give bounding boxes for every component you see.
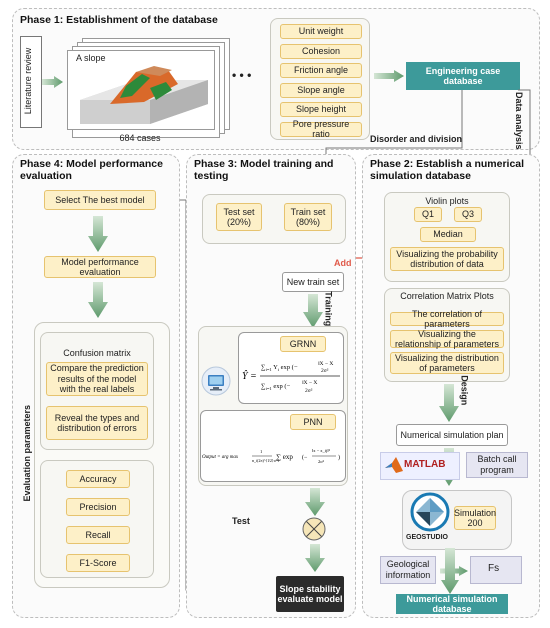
metric-2: Recall <box>66 526 130 544</box>
select-best-model: Select The best model <box>44 190 156 210</box>
svg-text:‖x − x_ij‖²: ‖x − x_ij‖² <box>312 448 331 453</box>
svg-text:2σ²: 2σ² <box>305 388 313 394</box>
engineering-case-database: Engineering case database <box>406 62 520 90</box>
grnn-formula: Ŷ = ∑i=1 Yi exp (− ‖X − X 2σ² ∑i=1 exp (… <box>242 361 340 394</box>
evaluation-parameters-label: Evaluation parameters <box>21 404 32 502</box>
param-5: Pore pressure ratio <box>280 119 362 139</box>
corr-item-1: Visualizing the relationship of paramete… <box>390 329 504 349</box>
p3-training-arrow <box>303 294 323 328</box>
add-label: Add <box>334 258 352 268</box>
q1-box: Q1 <box>414 207 442 222</box>
svg-text:(−: (− <box>302 454 308 461</box>
param-2: Friction angle <box>280 63 362 78</box>
phase1-title: Phase 1: Establishment of the database <box>20 14 218 26</box>
p3-arrow-to-test <box>305 488 325 516</box>
params-to-db-arrow <box>374 70 404 82</box>
matlab-icon <box>385 457 403 473</box>
param-3: Slope angle <box>280 82 362 98</box>
p2-arrow-to-db <box>441 548 459 594</box>
metric-3: F1-Score <box>66 554 130 572</box>
p4-arrow1 <box>88 216 108 252</box>
phase3-title: Phase 3: Model training and testing <box>194 158 334 182</box>
svg-text:Ŷ =: Ŷ = <box>242 370 257 382</box>
svg-text:): ) <box>338 454 340 461</box>
svg-text:2σ²: 2σ² <box>321 368 329 374</box>
geostudio-label: GEOSTUDIO <box>406 534 449 541</box>
cases-count: 684 cases <box>119 133 161 143</box>
pnn-label: PNN <box>290 414 336 430</box>
dots: • • • <box>232 68 252 82</box>
slope-stability-model: Slope stability evaluate model <box>276 576 344 612</box>
lit-arrow <box>42 76 63 88</box>
svg-text:‖X − X: ‖X − X <box>318 361 333 367</box>
model-performance-evaluation: Model performance evaluation <box>44 256 156 278</box>
fs-box <box>470 556 522 584</box>
test-junction-icon <box>302 517 326 541</box>
q3-box: Q3 <box>454 207 482 222</box>
p2-design-arrow <box>439 384 459 422</box>
slope-label: A slope <box>76 53 106 63</box>
reveal-box: Reveal the types and distribution of err… <box>46 406 148 440</box>
matlab-label: MATLAB <box>404 459 446 470</box>
corr-item-2: Visualizing the distribution of paramete… <box>390 352 504 374</box>
svg-text:‖X − X: ‖X − X <box>302 380 317 386</box>
literature-review-box <box>20 36 42 128</box>
design-label: Design <box>459 375 470 406</box>
test-label: Test <box>232 516 250 526</box>
geostudio-icon <box>410 492 450 532</box>
svg-text:Output = arg max: Output = arg max <box>202 455 239 460</box>
param-1: Cohesion <box>280 43 362 59</box>
phase4-title: Phase 4: Model performance evaluation <box>20 158 163 182</box>
simulation-box: Simulation 200 <box>453 506 497 530</box>
numerical-simulation-database: Numerical simulation database <box>396 594 508 614</box>
svg-text:∑ exp: ∑ exp <box>276 453 293 461</box>
grnn-label: GRNN <box>280 336 326 352</box>
fs-label: Fs <box>488 563 500 574</box>
param-4: Slope height <box>280 102 362 117</box>
p4-arrow2 <box>88 282 108 318</box>
disorder-division-label: Disorder and division <box>370 134 463 144</box>
param-0: Unit weight <box>280 24 362 39</box>
phase2-title: Phase 2: Establish a numerical simulatio… <box>370 158 525 182</box>
slope-illustration <box>80 66 208 124</box>
metric-1: Precision <box>66 498 130 516</box>
computer-icon <box>201 366 231 396</box>
pnn-formula: Output = arg max 1 n_i(2π)^{l/2}σ^l ∑ ex… <box>202 448 340 464</box>
svg-text:∑i=1 exp (−: ∑i=1 exp (− <box>261 383 290 391</box>
compare-box: Compare the prediction results of the mo… <box>46 362 148 396</box>
simulation-plan: Numerical simulation plan <box>396 424 508 446</box>
metric-0: Accuracy <box>66 470 130 488</box>
train-set: Train set (80%) <box>284 203 332 231</box>
svg-text:∑i=1 Yi exp (−: ∑i=1 Yi exp (− <box>261 364 298 372</box>
violin-title: Violin plots <box>425 196 469 206</box>
svg-text:1: 1 <box>260 449 262 454</box>
median-box: Median <box>420 227 476 242</box>
svg-text:2σ²: 2σ² <box>318 459 325 464</box>
confusion-title: Confusion matrix <box>63 348 131 358</box>
geo-info-box: Geological information <box>380 556 436 584</box>
p3-arrow-to-result <box>305 544 325 572</box>
test-set: Test set (20%) <box>216 203 262 231</box>
corr-title: Correlation Matrix Plots <box>400 291 494 301</box>
batch-call-program: Batch call program <box>466 452 528 478</box>
svg-text:n_i(2π)^{l/2}σ^l: n_i(2π)^{l/2}σ^l <box>252 458 280 463</box>
new-train-set: New train set <box>282 272 344 292</box>
violin-desc: Visualizing the probability distribution… <box>390 247 504 271</box>
corr-item-0: The correlation of parameters <box>390 309 504 329</box>
